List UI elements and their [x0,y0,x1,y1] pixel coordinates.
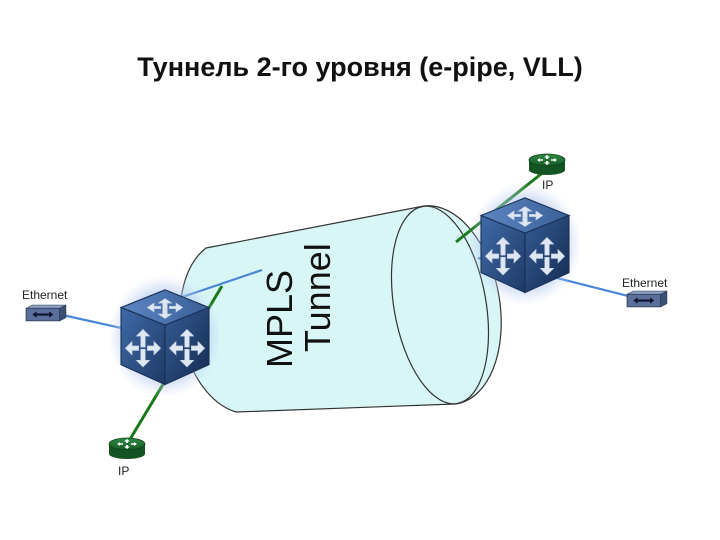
switch-icon [470,181,580,306]
ip-label-right: IP [542,178,553,192]
ethernet-device-icon [25,304,67,322]
mpls-tunnel [179,205,502,413]
tunnel-label-mpls: MPLS [259,270,300,368]
tunnel-end-right [390,205,490,405]
switch-icon [110,273,220,398]
ethernet-device-icon [626,290,668,308]
tunnel-label-tunnel: Tunnel [297,243,338,352]
ethernet-label-right: Ethernet [622,276,668,290]
slide-title: Туннель 2-го уровня (e-pipe, VLL) [137,52,583,82]
ip-label-left: IP [118,464,129,478]
router-icon [528,153,566,176]
ethernet-label-left: Ethernet [22,288,68,302]
router-icon [108,437,146,460]
